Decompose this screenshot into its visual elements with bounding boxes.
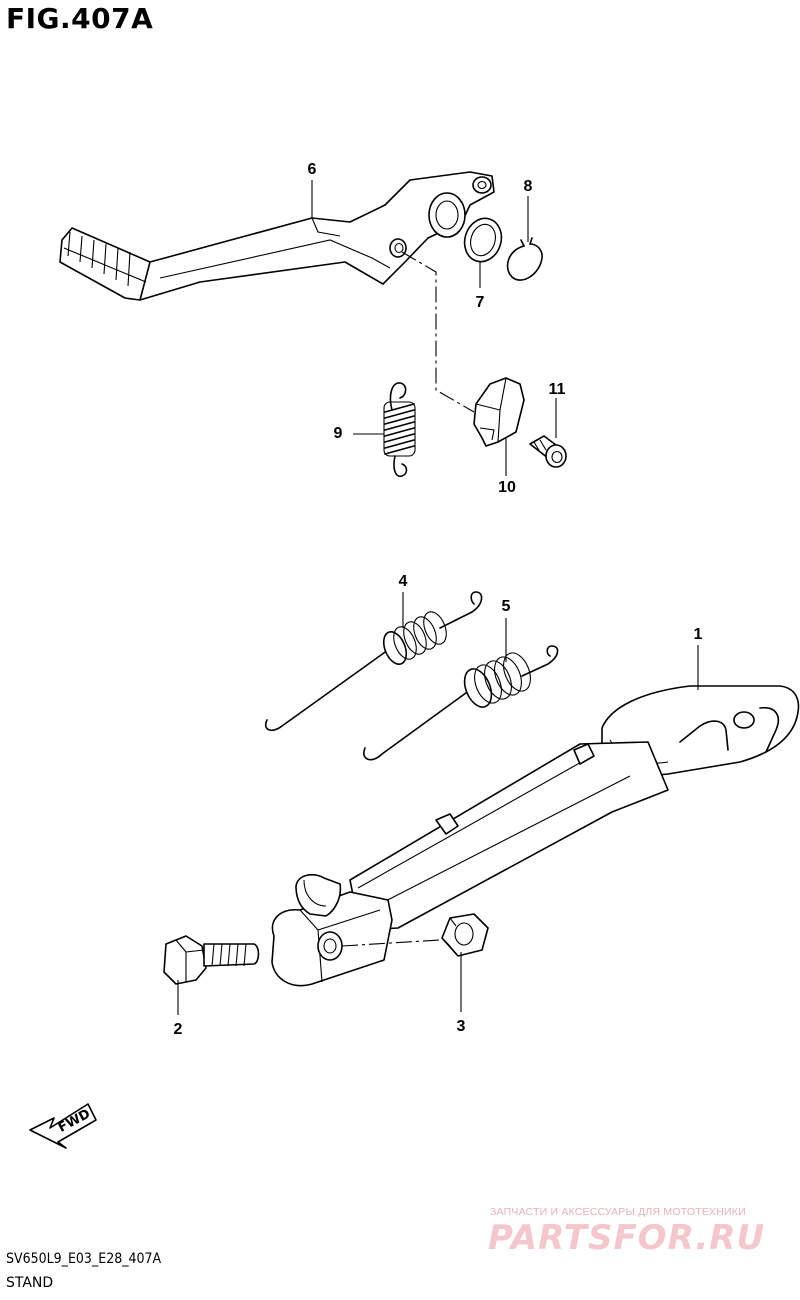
callout-2: 2 xyxy=(173,1021,183,1038)
callout-11: 11 xyxy=(548,381,566,398)
model-code: SV650L9_E03_E28_407A xyxy=(6,1251,162,1267)
part-1-side-stand[interactable] xyxy=(271,685,800,987)
part-5-spring[interactable] xyxy=(363,645,559,761)
part-6-lever[interactable] xyxy=(59,171,495,301)
figure-title: FIG.407A xyxy=(6,2,154,35)
callout-6: 6 xyxy=(307,161,317,178)
callout-1: 1 xyxy=(693,626,703,643)
part-3-nut[interactable] xyxy=(441,913,489,957)
watermark-logo: PARTSFOR.RU xyxy=(488,1218,766,1258)
callout-10: 10 xyxy=(498,479,516,496)
callout-9: 9 xyxy=(333,425,343,442)
part-11-bolt[interactable] xyxy=(529,435,567,468)
part-9-spring[interactable] xyxy=(383,382,416,478)
part-2-pivot-bolt[interactable] xyxy=(163,935,260,985)
callout-4: 4 xyxy=(398,573,408,590)
part-4-spring[interactable] xyxy=(264,591,483,732)
part-10-bracket[interactable] xyxy=(473,377,525,447)
callout-5: 5 xyxy=(501,598,511,615)
part-8-circlip[interactable] xyxy=(506,237,543,281)
fwd-arrow-icon: FWD xyxy=(29,1103,97,1149)
section-name: STAND xyxy=(6,1275,54,1291)
leader-lines xyxy=(177,180,699,1015)
callout-8: 8 xyxy=(523,178,533,195)
part-7-washer[interactable] xyxy=(459,214,507,267)
watermark-tagline: ЗАПЧАСТИ И АКСЕССУАРЫ ДЛЯ МОТОТЕХНИКИ xyxy=(490,1206,746,1218)
callout-3: 3 xyxy=(456,1018,466,1035)
callout-7: 7 xyxy=(475,294,485,311)
